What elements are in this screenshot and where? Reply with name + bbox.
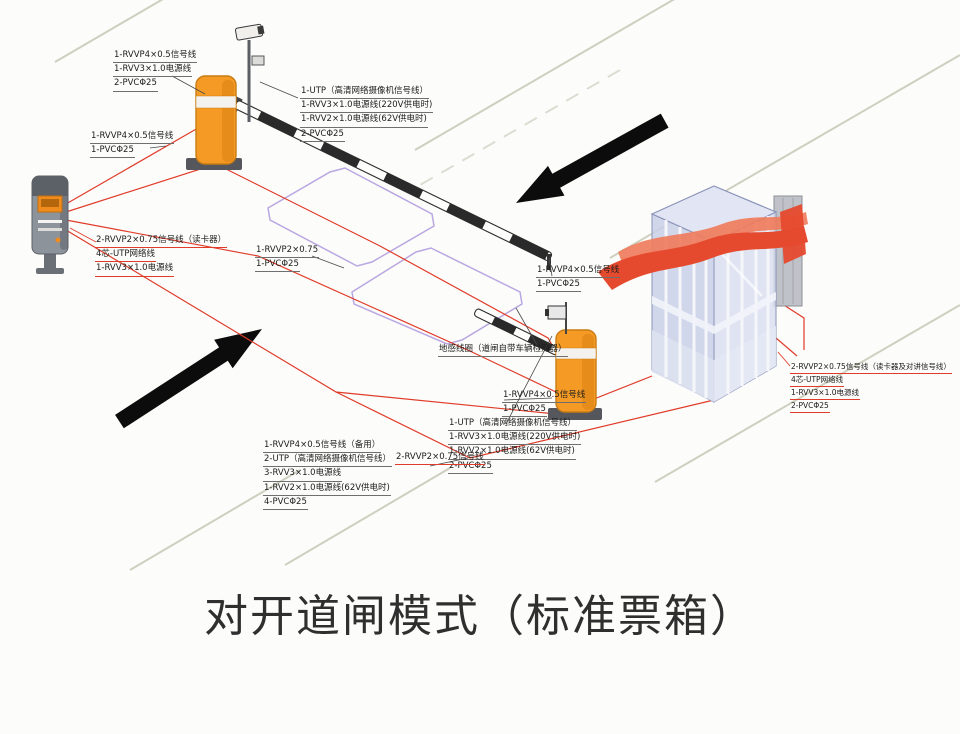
cable-label-line: 2-PVCΦ25 [448, 461, 493, 474]
cable-label-line: 1-RVV3×1.0电源线 [790, 388, 861, 400]
barrier-gate-right [474, 308, 602, 420]
cable-label-line: 1-PVCΦ25 [255, 259, 300, 273]
cable-label-line: 2-UTP（高清网络摄像机信号线） [263, 454, 393, 468]
cable-label-line: 地感线圈（道闸自带车辆检测器） [438, 344, 568, 358]
cable-label-camera-right: 1-UTP（高清网络摄像机信号线） 1-RVV3×1.0电源线(220V供电时)… [448, 418, 582, 475]
cable-label-line: 1-RVVP4×0.5信号线（备用） [263, 440, 382, 454]
ground-loop-label: 地感线圈（道闸自带车辆检测器） [438, 344, 568, 358]
cable-label-line: 1-RVVP4×0.5信号线 [90, 131, 175, 145]
gate-post-band [555, 347, 597, 360]
cable-label-line: 2-PVCΦ25 [790, 401, 830, 413]
cable-label-line: 2-RVVP2×0.75信号线（读卡器及对讲信号线） [790, 362, 952, 374]
cable-label-trunk-extra: 2-RVVP2×0.75信号线 [395, 452, 485, 466]
wiring-red [65, 127, 805, 459]
booth-red-banner [598, 204, 808, 290]
detector-camera-icon [547, 305, 567, 320]
detector-camera [545, 302, 567, 334]
cable-label-line: 1-RVVP4×0.5信号线 [536, 265, 621, 279]
cable-label-line: 1-UTP（高清网络摄像机信号线） [448, 418, 578, 432]
cable-label-island-feed: 1-RVVP2×0.75 1-PVCΦ25 [255, 245, 320, 273]
cable-label-line: 1-RVV2×1.0电源线(62V供电时) [448, 446, 576, 460]
guard-booth [598, 185, 808, 403]
cable-label-gate-right-bottom: 1-RVVP4×0.5信号线 1-PVCΦ25 [502, 390, 587, 418]
cable-label-line: 1-PVCΦ25 [502, 404, 547, 418]
cable-label-line: 3-RVV3×1.0电源线 [263, 468, 343, 482]
road-markings [54, 0, 960, 571]
cable-label-line: 1-RVV2×1.0电源线(62V供电时) [263, 483, 391, 496]
cable-label-booth-right: 2-RVVP2×0.75信号线（读卡器及对讲信号线） 4芯-UTP网络线 1-R… [790, 362, 952, 414]
cable-label-line: 4芯-UTP网络线 [790, 375, 845, 387]
cable-label-line: 1-RVVP4×0.5信号线 [113, 50, 198, 64]
cable-label-line: 1-PVCΦ25 [536, 279, 581, 293]
island-outline-lower [351, 247, 523, 345]
cable-label-line: 1-RVV3×1.0电源线 [113, 64, 193, 78]
cable-label-line: 2-RVVP2×0.75信号线 [395, 452, 485, 466]
cable-label-trunk: 1-RVVP4×0.5信号线（备用） 2-UTP（高清网络摄像机信号线） 3-R… [263, 440, 393, 511]
cable-label-line: 4芯-UTP网络线 [95, 249, 157, 263]
ticket-dispenser [31, 175, 69, 274]
island-outline-upper [267, 167, 435, 267]
cable-label-line: 1-RVV3×1.0电源线(220V供电时) [300, 100, 434, 114]
barrier-gate-left [186, 75, 553, 270]
traffic-arrow-in [516, 113, 669, 203]
cable-label-camera-top: 1-UTP（高清网络摄像机信号线） 1-RVV3×1.0电源线(220V供电时)… [300, 86, 434, 143]
pole-junction-box [251, 55, 265, 66]
cable-label-gate-right-top: 1-RVVP4×0.5信号线 1-PVCΦ25 [536, 265, 621, 293]
diagram-title: 对开道闸模式（标准票箱） [204, 591, 756, 642]
camera-pole [234, 23, 265, 122]
cable-label-gate-left: 1-RVVP4×0.5信号线 1-RVV3×1.0电源线 2-PVCΦ25 [113, 50, 198, 93]
traffic-arrow-out [115, 329, 262, 429]
arm-end-drop [547, 254, 551, 270]
cable-label-line: 2-PVCΦ25 [113, 78, 158, 92]
cable-label-line: 1-RVVP4×0.5信号线 [502, 390, 587, 404]
cable-label-feed-left: 1-RVVP4×0.5信号线 1-PVCΦ25 [90, 131, 175, 159]
gate-post-band [195, 95, 237, 109]
cable-label-reader-left: 2-RVVP2×0.75信号线（读卡器） 4芯-UTP网络线 1-RVV3×1.… [95, 235, 228, 278]
cable-label-line: 2-PVCΦ25 [300, 129, 345, 142]
cable-label-line: 1-RVVP2×0.75 [255, 245, 320, 259]
cable-label-line: 1-PVCΦ25 [90, 145, 135, 159]
cable-label-line: 1-RVV3×1.0电源线 [95, 263, 175, 277]
cable-label-line: 1-RVV3×1.0电源线(220V供电时) [448, 432, 582, 446]
cable-label-line: 4-PVCΦ25 [263, 497, 308, 511]
traffic-island-outlines [267, 167, 523, 345]
cable-label-line: 1-RVV2×1.0电源线(62V供电时) [300, 114, 428, 128]
cable-label-line: 2-RVVP2×0.75信号线（读卡器） [95, 235, 228, 249]
cable-label-line: 1-UTP（高清网络摄像机信号线） [300, 86, 430, 100]
cctv-camera-icon [234, 23, 265, 41]
